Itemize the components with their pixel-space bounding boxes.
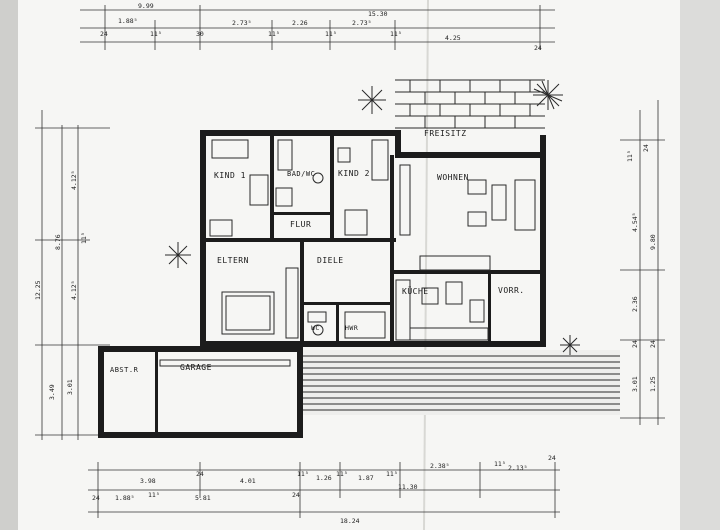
dim-bottom-e4: 5.81 xyxy=(195,494,211,502)
dim-right-a: 11⁵ xyxy=(626,150,634,162)
room-labels: KIND 1 BAD/WC KIND 2 FLUR FREISITZ WOHNE… xyxy=(110,129,525,374)
dimension-chain-top: 9.99 15.30 24 1.88⁵ 11⁵ 30 2.73⁵ 11⁵ 2.2… xyxy=(80,2,555,52)
dim-top-total-a: 9.99 xyxy=(138,2,154,10)
dim-left-total: 12.25 xyxy=(34,280,42,300)
dim-right-h: 3.01 xyxy=(631,376,639,392)
dim-bottom-d1: 3.98 xyxy=(140,477,156,485)
room-label-kind1: KIND 1 xyxy=(214,171,246,180)
room-label-wc: WC xyxy=(311,324,320,332)
dim-bottom-d4: 11⁵ xyxy=(297,470,309,478)
room-label-bad: BAD/WC xyxy=(287,170,315,178)
dim-bottom-d5: 1.26 xyxy=(316,474,332,482)
dim-bottom-d2: 24 xyxy=(196,470,204,478)
dim-left-b: 11⁵ xyxy=(80,232,88,244)
terrace-paving-bottom xyxy=(300,350,620,415)
dim-right-b: 24 xyxy=(642,144,650,152)
dim-bottom-e2: 1.88⁵ xyxy=(115,494,135,502)
dim-bottom-e5: 24 xyxy=(292,491,300,499)
dim-top-d7: 2.26 xyxy=(292,19,308,27)
dim-top-total-b: 15.30 xyxy=(368,10,388,18)
dim-bottom-d6: 11⁵ xyxy=(336,470,348,478)
room-label-abst: ABST.R xyxy=(110,366,139,374)
dim-top-d10: 11⁵ xyxy=(390,30,402,38)
plant-symbol-4 xyxy=(560,335,580,355)
dimension-chain-left: 12.25 8.76 4.12⁵ 11⁵ 4.12⁵ 3.49 3.01 xyxy=(34,110,110,440)
dim-top-d4: 30 xyxy=(196,30,204,38)
dim-bottom-e1: 24 xyxy=(92,494,100,502)
dim-bottom-d12: 24 xyxy=(548,454,556,462)
terrace-paving-top xyxy=(395,79,545,129)
paper-edge-left xyxy=(0,0,18,530)
room-label-hwr: HWR xyxy=(345,324,358,332)
interior-walls xyxy=(155,136,544,434)
dim-top-d6: 11⁵ xyxy=(268,30,280,38)
dim-right-d: 9.80 xyxy=(649,234,657,250)
dim-bottom-d3: 4.01 xyxy=(240,477,256,485)
dim-right-g: 24 xyxy=(649,340,657,348)
furniture xyxy=(159,139,536,367)
dim-left-sub: 8.76 xyxy=(54,234,62,250)
dim-right-i: 1.25 xyxy=(649,376,657,392)
dim-top-d11: 4.25 xyxy=(445,34,461,42)
dim-left-a: 4.12⁵ xyxy=(70,170,78,190)
dim-left-c: 4.12⁵ xyxy=(70,280,78,300)
dim-top-d1: 24 xyxy=(100,30,108,38)
dim-right-c: 4.54⁵ xyxy=(631,212,639,232)
dim-bottom-d7: 1.87 xyxy=(358,474,374,482)
dim-bottom-e6: 11.30 xyxy=(398,483,418,491)
dim-top-d2: 1.88⁵ xyxy=(118,17,138,25)
room-label-vorr: VORR. xyxy=(498,286,525,295)
dim-bottom-d9: 2.38⁵ xyxy=(430,462,450,470)
dim-top-d8: 11⁵ xyxy=(325,30,337,38)
dim-bottom-e3: 11⁵ xyxy=(148,491,160,499)
plant-symbol-3 xyxy=(165,242,191,268)
dim-left-d: 3.49 xyxy=(48,384,56,400)
plant-symbol-1 xyxy=(358,86,386,114)
dim-top-d5: 2.73⁵ xyxy=(232,19,252,27)
plant-symbol-2 xyxy=(533,80,563,110)
dim-bottom-total: 18.24 xyxy=(340,517,360,525)
dim-bottom-d10: 11⁵ xyxy=(494,460,506,468)
dimension-chain-right: 11⁵ 24 4.54⁵ 9.80 2.36 24 24 3.01 1.25 xyxy=(620,100,665,425)
room-label-eltern: ELTERN xyxy=(217,256,249,265)
dim-right-f: 24 xyxy=(631,340,639,348)
dim-right-e: 2.36 xyxy=(631,296,639,312)
dim-bottom-d11: 2.13⁵ xyxy=(508,464,528,472)
dim-top-d3: 11⁵ xyxy=(150,30,162,38)
room-label-wohnen: WOHNEN xyxy=(437,173,469,182)
dim-bottom-d8: 11⁵ xyxy=(386,470,398,478)
room-label-kind2: KIND 2 xyxy=(338,169,370,178)
paper-edge-right xyxy=(680,0,720,530)
room-label-kueche: KÜCHE xyxy=(402,286,429,296)
paper-sheet xyxy=(14,0,686,530)
exterior-walls xyxy=(98,130,546,438)
room-label-flur: FLUR xyxy=(290,220,311,229)
dim-left-e: 3.01 xyxy=(66,379,74,395)
dim-top-d12: 24 xyxy=(534,44,542,52)
dimension-chain-bottom: 3.98 24 4.01 11⁵ 1.26 11⁵ 1.87 11⁵ 2.38⁵… xyxy=(88,454,560,525)
paper-fold xyxy=(423,0,429,530)
room-label-garage: GARAGE xyxy=(180,363,212,372)
room-label-diele: DIELE xyxy=(317,256,344,265)
room-label-freisitz: FREISITZ xyxy=(424,129,467,138)
dim-top-d9: 2.73⁵ xyxy=(352,19,372,27)
